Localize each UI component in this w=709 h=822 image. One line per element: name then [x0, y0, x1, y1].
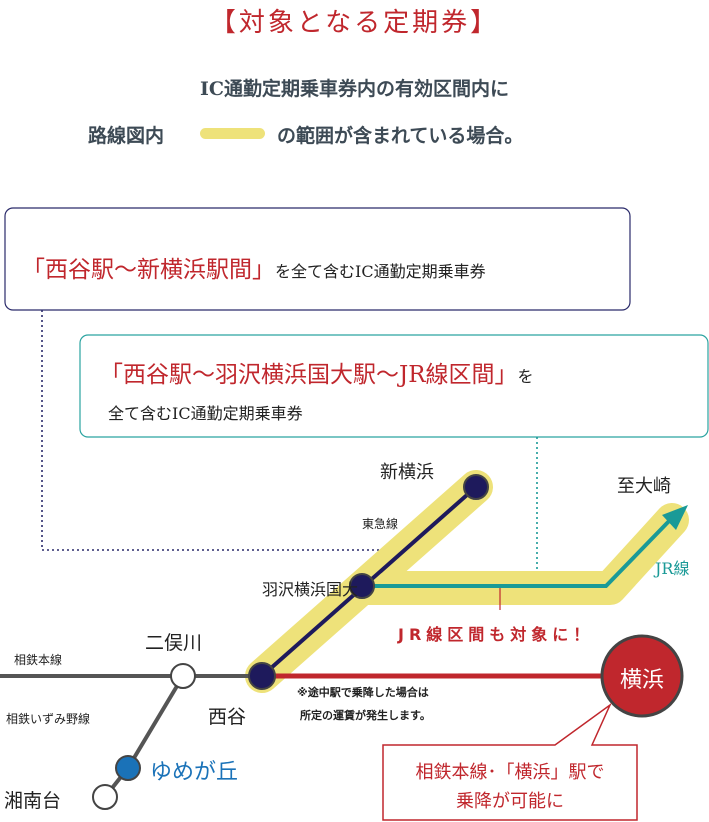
intro-line2-before: 路線図内 — [88, 125, 165, 147]
box1-text: 「西谷駅～新横浜駅間」を全て含むIC通勤定期乗車券 — [22, 250, 486, 284]
label-futamatagawa: 二俣川 — [145, 632, 203, 654]
station-yumegaoka — [115, 755, 141, 781]
label-tokyu-line: 東急線 — [362, 517, 399, 531]
label-sotetsu-main: 相鉄本線 — [14, 653, 63, 667]
box2-rest1: を — [517, 367, 534, 386]
label-shinyokohama: 新横浜 — [380, 462, 434, 483]
box2-text-line1: 「西谷駅～羽沢横浜国大駅～JR線区間」を — [100, 355, 534, 389]
box2-highlight: 「西谷駅～羽沢横浜国大駅～JR線区間」 — [100, 362, 518, 388]
label-izumino: 相鉄いずみ野線 — [6, 712, 91, 726]
label-shonandai: 湘南台 — [4, 790, 62, 812]
box1-connector — [41, 310, 390, 551]
station-shonandai — [92, 784, 118, 810]
station-futamatagawa — [170, 663, 196, 689]
label-hazawa: 羽沢横浜国大 — [262, 580, 359, 599]
label-yumegaoka: ゆめが丘 — [150, 760, 239, 785]
callout-frame — [382, 702, 638, 821]
page-title: 【対象となる定期券】 — [209, 8, 500, 38]
box2-frame — [79, 334, 709, 438]
box1-highlight: 「西谷駅～新横浜駅間」 — [22, 257, 275, 283]
fare-note-1: ※途中駅で乗降した場合は — [297, 686, 429, 699]
station-nishiya — [248, 662, 276, 690]
jr-note: JR線区間も対象に！ — [398, 625, 595, 644]
station-shinyokohama — [463, 474, 489, 500]
station-hazawa — [349, 573, 375, 599]
box1-frame — [4, 207, 631, 311]
fare-note-2: 所定の運賃が発生します。 — [300, 709, 431, 722]
box2-text-line2: 全て含むIC通勤定期乗車券 — [108, 404, 303, 423]
intro-line1: IC通勤定期乗車券内の有効区間内に — [199, 78, 509, 100]
label-yokohama: 横浜 — [619, 668, 664, 693]
callout-line2: 乗降が可能に — [456, 791, 564, 812]
legend-swatch — [200, 128, 265, 139]
jr-line — [362, 516, 674, 588]
arrow-icon — [662, 505, 688, 530]
box1-rest: を全て含むIC通勤定期乗車券 — [275, 262, 486, 281]
callout-line1: 相鉄本線･「横浜」駅で — [415, 762, 605, 783]
label-destination: 至大崎 — [617, 476, 671, 497]
intro-line2-after: の範囲が含まれている場合。 — [277, 125, 524, 147]
label-nishiya: 西谷 — [208, 706, 247, 728]
station-yokohama — [600, 634, 684, 718]
label-jr-line: JR線 — [655, 559, 690, 578]
